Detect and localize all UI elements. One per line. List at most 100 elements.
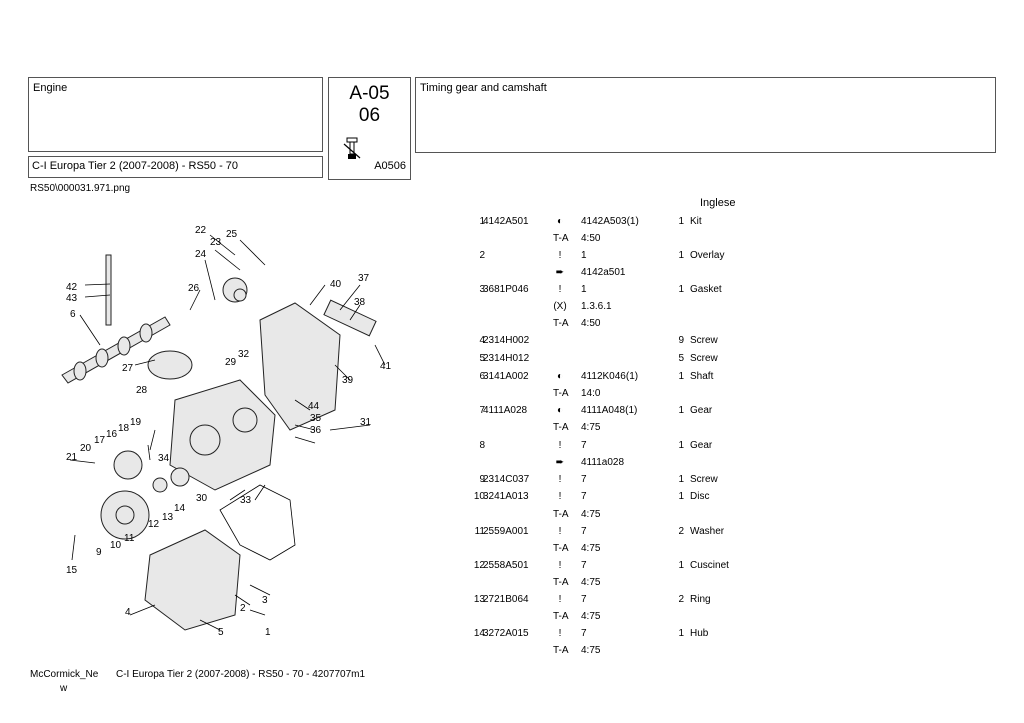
row-description: Kit	[690, 216, 702, 227]
row-description: Screw	[690, 353, 718, 364]
diagram-label: 18	[118, 423, 130, 434]
row-value: 7	[581, 594, 587, 605]
diagram-label: 2	[240, 603, 246, 614]
row-symbol: ◐	[556, 405, 564, 416]
diagram-label: 13	[162, 512, 174, 523]
diagram-label: 27	[122, 363, 134, 374]
row-value: 4111A048(1)	[581, 405, 638, 416]
diagram-label: 17	[94, 435, 106, 446]
diagram-label: 6	[70, 309, 76, 320]
diagram-label: 38	[354, 297, 366, 308]
row-quantity: 9	[678, 335, 684, 346]
row-description: Overlay	[690, 250, 725, 261]
part-code: 3272A015	[483, 628, 529, 639]
row-description: Gear	[690, 440, 713, 451]
diagram-label: 14	[174, 503, 186, 514]
front-plate-drawing	[259, 302, 341, 431]
row-symbol: ◐	[556, 216, 564, 227]
diagram-label: 33	[240, 495, 252, 506]
diagram-label: 20	[80, 443, 92, 454]
language-label: Inglese	[700, 197, 736, 209]
diagram-label: 25	[226, 229, 238, 240]
diagram-label: 15	[66, 565, 78, 576]
diagram-label: 40	[330, 279, 342, 290]
row-description: Shaft	[690, 371, 714, 382]
part-code: 2721B064	[483, 594, 529, 605]
row-symbol: !	[558, 250, 562, 261]
page-title: Timing gear and camshaft	[420, 82, 547, 94]
engine-component-icon	[343, 137, 361, 159]
exploded-parts-diagram: 1 2 3 4 5 6 9 10 11 12 13 14 15 16 17 18…	[61, 225, 392, 638]
row-number: 12	[473, 560, 485, 571]
diagram-label: 4	[125, 607, 131, 618]
row-description: Screw	[690, 335, 718, 346]
section-label: Engine	[33, 82, 68, 94]
part-code: 3681P046	[483, 284, 529, 295]
row-value: 4:75	[581, 611, 601, 622]
diagram-label: 44	[308, 401, 320, 412]
row-description: Hub	[690, 628, 709, 639]
code-line-1: A-05	[349, 83, 390, 104]
row-symbol: ◐	[556, 371, 564, 382]
row-number: 1	[479, 216, 485, 227]
part-code: 4111A028	[483, 405, 528, 416]
diagram-label: 5	[218, 627, 224, 638]
row-value: 1.3.6.1	[581, 301, 612, 312]
part-code: 2314H002	[483, 335, 530, 346]
diagram-label: 21	[66, 452, 78, 463]
row-symbol: !	[558, 440, 562, 451]
diagram-label: 10	[110, 540, 122, 551]
row-symbol: !	[558, 474, 562, 485]
row-value: 7	[581, 474, 587, 485]
row-quantity: 2	[678, 526, 684, 537]
diagram-label: 28	[136, 385, 148, 396]
diagram-label: 19	[130, 417, 142, 428]
pump-drawing	[323, 299, 377, 337]
part-code: 3241A013	[483, 491, 529, 502]
diagram-label: 43	[66, 293, 78, 304]
row-number: 8	[479, 440, 485, 451]
row-quantity: 1	[678, 491, 684, 502]
timing-cover-drawing	[144, 529, 241, 631]
row-quantity: 1	[678, 628, 684, 639]
row-value: 4142a501	[581, 267, 626, 278]
row-value: 4:75	[581, 422, 601, 433]
row-value: 7	[581, 560, 587, 571]
row-value: 4:75	[581, 509, 601, 520]
part-code: 3141A002	[483, 371, 529, 382]
row-symbol: T-A	[553, 543, 569, 554]
part-code: 4142A501	[483, 216, 529, 227]
row-quantity: 1	[678, 250, 684, 261]
diagram-label: 29	[225, 357, 237, 368]
row-value: 7	[581, 440, 587, 451]
row-symbol: (X)	[553, 301, 567, 312]
row-symbol: T-A	[553, 577, 569, 588]
row-number: 7	[479, 405, 485, 416]
model-box: C-I Europa Tier 2 (2007-2008) - RS50 - 7…	[28, 156, 323, 178]
row-symbol: !	[558, 526, 562, 537]
part-code: 2559A001	[483, 526, 529, 537]
diagram-label: 35	[310, 413, 322, 424]
diagram-label: 31	[360, 417, 372, 428]
diagram-label: 37	[358, 273, 370, 284]
housing-drawing	[169, 379, 276, 491]
row-symbol: !	[558, 628, 562, 639]
row-value: 1	[581, 284, 587, 295]
diagram-label: 23	[210, 237, 222, 248]
row-quantity: 1	[678, 474, 684, 485]
footer-brand: McCormick_Ne	[30, 669, 99, 680]
row-symbol: ➨	[555, 457, 565, 468]
row-value: 4:75	[581, 577, 601, 588]
row-symbol: !	[558, 491, 562, 502]
row-quantity: 1	[678, 371, 684, 382]
cover-gasket-drawing	[219, 484, 296, 561]
row-value: 4:50	[581, 233, 601, 244]
model-label: C-I Europa Tier 2 (2007-2008) - RS50 - 7…	[32, 160, 239, 172]
row-number: 3	[479, 284, 485, 295]
diagram-label: 12	[148, 519, 160, 530]
row-description: Screw	[690, 474, 718, 485]
footer-brand-wrap: w	[60, 683, 68, 694]
row-description: Gasket	[690, 284, 722, 295]
row-value: 7	[581, 491, 587, 502]
image-filename: RS50\000031.971.png	[30, 183, 131, 194]
